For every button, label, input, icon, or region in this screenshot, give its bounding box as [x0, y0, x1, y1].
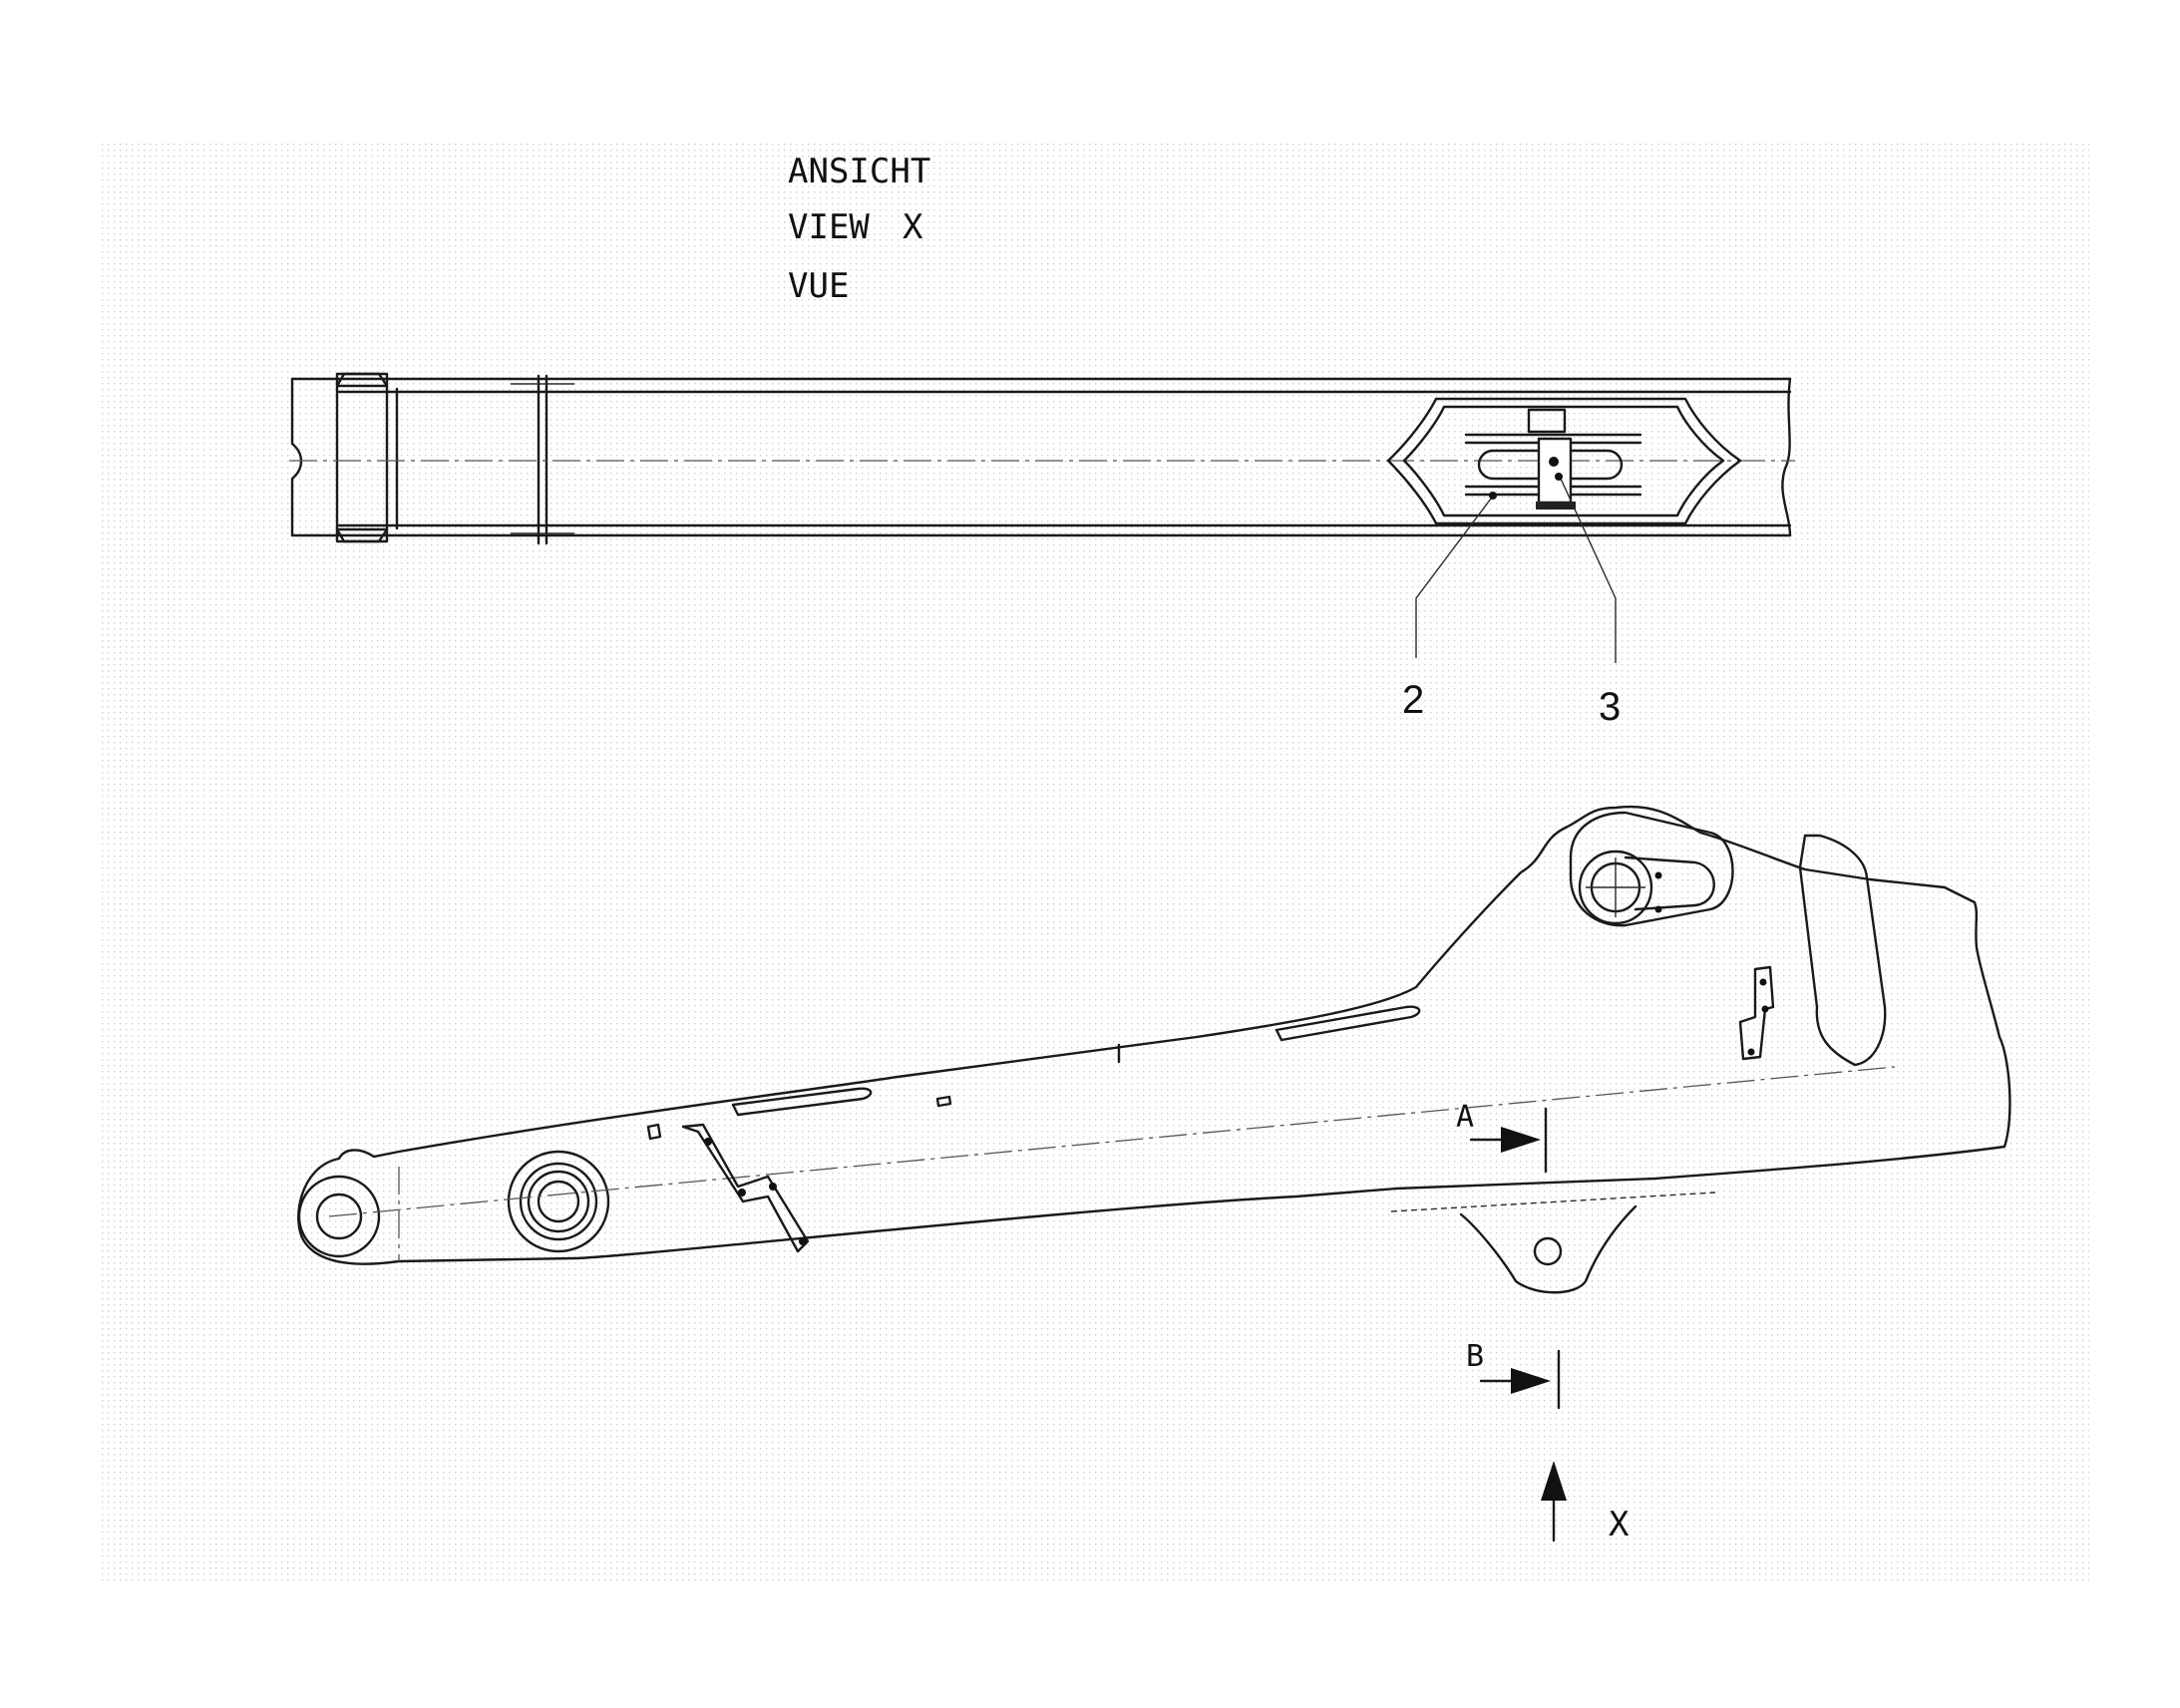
pivot-boss-hole	[537, 1180, 580, 1223]
upper-pin-slot	[1624, 855, 1715, 911]
view-arrow-x: X	[1541, 1461, 1630, 1544]
section-b-label: B	[1466, 1339, 1484, 1374]
z-bracket-left-bolt-4	[799, 1237, 807, 1245]
upper-pin-bolt-1	[1654, 871, 1662, 879]
view-arrow-head	[1541, 1461, 1567, 1501]
z-bracket-right	[1738, 965, 1775, 1061]
clamp-foot	[1536, 502, 1576, 510]
z-bracket-left-bolt-3	[769, 1183, 777, 1191]
left-boss-ring-bottom	[335, 527, 389, 543]
view-title-vue: VUE	[788, 266, 849, 306]
view-title-view: VIEW	[788, 207, 870, 247]
view-title-ansicht: ANSICHT	[788, 152, 930, 191]
section-marker-a: A	[1456, 1100, 1548, 1174]
oblong-slot	[1477, 449, 1624, 481]
z-bracket-left-bolt-1	[704, 1138, 712, 1146]
left-eye-outer	[297, 1175, 381, 1258]
small-tab-1	[646, 1123, 662, 1141]
z-bracket-right-bolt-1	[1759, 978, 1767, 986]
section-a-label: A	[1456, 1100, 1474, 1135]
top-view-boom	[289, 372, 1795, 545]
callout-label-3: 3	[1599, 685, 1621, 729]
beam-break-line	[1781, 377, 1792, 537]
upper-pin-housing	[1569, 811, 1734, 927]
cylinder-mount	[1798, 834, 1887, 1067]
upper-pin-bolt-2	[1654, 905, 1662, 913]
pivot-boss-ring-2	[527, 1170, 590, 1233]
small-tab-2	[935, 1095, 952, 1108]
left-eye-hole	[315, 1193, 363, 1240]
z-bracket-left	[681, 1123, 810, 1253]
callout-leaders	[1415, 473, 1617, 663]
view-arrow-label: X	[1609, 1505, 1630, 1544]
side-view-boom	[297, 805, 2011, 1294]
mounting-plate-inner	[1402, 405, 1725, 517]
lower-lug	[1459, 1204, 1637, 1294]
top-pad-1	[731, 1087, 873, 1117]
top-pad-2	[1274, 1005, 1421, 1042]
leader-2-dot	[1489, 492, 1497, 500]
z-bracket-right-bolt-2	[1761, 1005, 1769, 1013]
clamp-bolt	[1549, 457, 1559, 467]
dotted-background	[100, 140, 2089, 1585]
pivot-boss-outer	[507, 1150, 610, 1253]
z-bracket-left-bolt-2	[738, 1189, 746, 1196]
view-title-block: ANSICHT VIEW X VUE	[788, 152, 930, 306]
leader-3	[1560, 478, 1617, 663]
lower-weld-dash	[1390, 1192, 1716, 1212]
clamp-block	[1527, 408, 1567, 434]
section-b-arrowhead	[1511, 1368, 1551, 1394]
leader-2	[1415, 498, 1492, 658]
lower-lug-hole	[1533, 1236, 1563, 1266]
view-title-letter: X	[903, 207, 923, 247]
z-bracket-right-bolt-3	[1747, 1048, 1755, 1056]
section-marker-b: B	[1466, 1339, 1561, 1410]
upper-pin-outer	[1578, 850, 1653, 925]
clamp-body	[1537, 437, 1573, 505]
callout-label-2: 2	[1402, 678, 1424, 722]
left-boss-ring-top	[335, 372, 389, 388]
mounting-plate-outline	[1386, 397, 1742, 525]
leader-3-dot	[1555, 473, 1563, 481]
pivot-boss-ring	[519, 1162, 598, 1241]
section-a-arrowhead	[1501, 1127, 1541, 1153]
